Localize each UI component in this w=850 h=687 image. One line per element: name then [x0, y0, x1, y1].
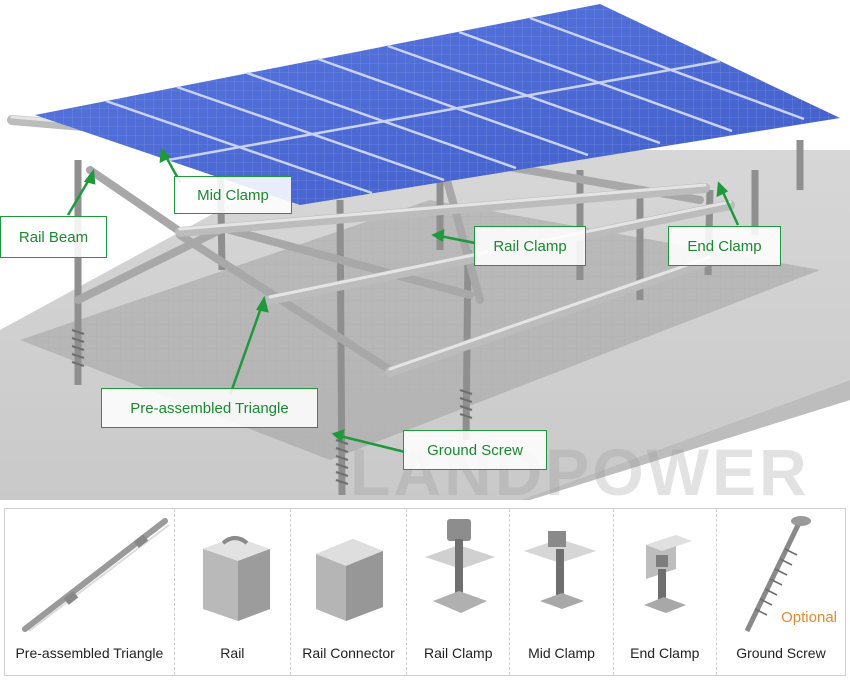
leader-arrows — [66, 147, 740, 454]
solar-panel-array — [35, 4, 840, 205]
mid-clamp-part-icon — [524, 531, 597, 609]
triangle-part-icon — [22, 518, 170, 632]
optional-note: Optional — [781, 609, 837, 626]
ground-screw-part-icon — [744, 516, 811, 633]
part-label: Rail — [220, 645, 245, 661]
callout-pre-assembled-triangle: Pre-assembled Triangle — [101, 388, 318, 428]
part-label: End Clamp — [630, 645, 700, 661]
part-end-clamp: End Clamp — [614, 509, 717, 675]
ground-screw-threads — [71, 329, 473, 485]
part-pre-assembled-triangle: Pre-assembled Triangle — [5, 509, 175, 675]
end-clamp-part-icon — [643, 535, 692, 613]
part-label: Rail Clamp — [424, 645, 493, 661]
part-rail-clamp: Rail Clamp — [407, 509, 511, 675]
parts-strip: Pre-assembled Triangle Rail Rail Connect… — [4, 508, 846, 676]
callout-end-clamp: End Clamp — [668, 226, 781, 266]
rail-clamp-part-icon — [425, 519, 496, 613]
part-label: Ground Screw — [736, 645, 826, 661]
rail-part-icon — [202, 536, 270, 621]
part-label: Rail Connector — [302, 645, 395, 661]
part-label: Mid Clamp — [528, 645, 595, 661]
part-label: Pre-assembled Triangle — [15, 645, 164, 661]
rail-connector-part-icon — [315, 539, 383, 621]
part-mid-clamp: Mid Clamp — [510, 509, 614, 675]
callout-rail-beam: Rail Beam — [0, 216, 107, 258]
part-rail-connector: Rail Connector — [291, 509, 408, 675]
callout-mid-clamp: Mid Clamp — [174, 176, 292, 214]
part-ground-screw: Optional Ground Screw — [717, 509, 845, 675]
part-rail: Rail — [175, 509, 291, 675]
callout-rail-clamp: Rail Clamp — [474, 226, 586, 266]
callout-ground-screw: Ground Screw — [403, 430, 547, 470]
